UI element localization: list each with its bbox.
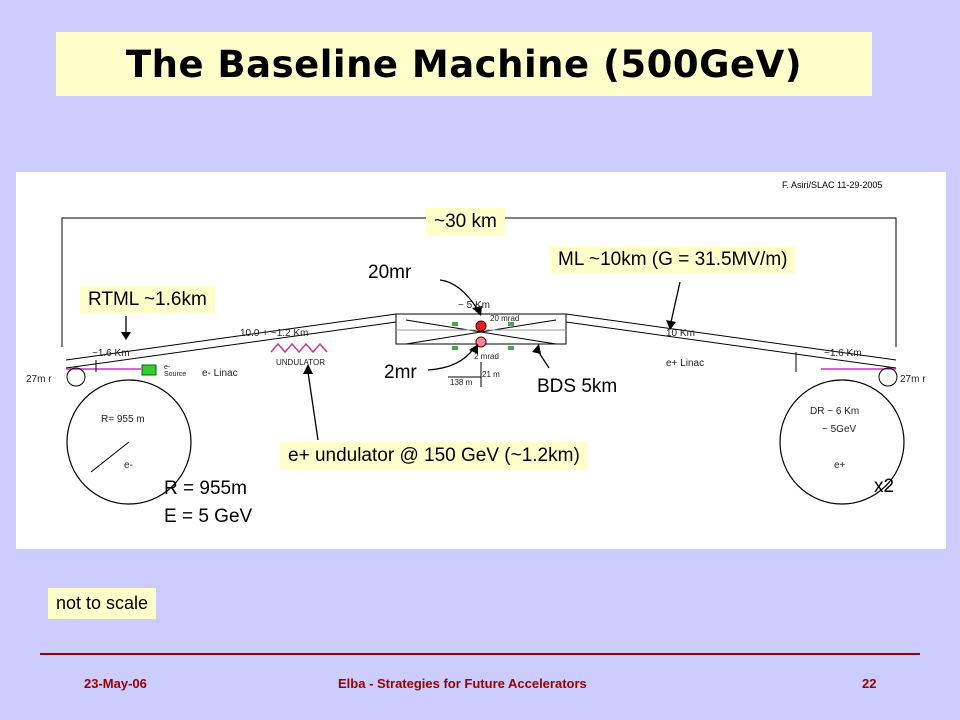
undulator-arrow [307,371,319,441]
ring-radius-label: R = 955m [164,478,247,499]
detector-magnet-4 [508,346,514,350]
e-plus-linac-text: e+ Linac [666,358,705,369]
right-rtml-length-text: ~1.6 Km [824,348,862,359]
arrow-20mr [439,279,479,311]
total-length-label: ~30 km [426,208,505,236]
ip-2mrad [475,336,487,348]
footer-page-number: 22 [862,676,877,691]
right-turnaround-arc [878,367,898,387]
crossing-2-text: 2 mrad [474,352,499,361]
main-linac-label: ML ~10km (G = 31.5MV/m) [550,246,796,274]
electron-ring-radius [90,441,130,473]
right-linac-line-upper [565,313,897,361]
ml-arrowhead [666,320,676,330]
arrow-2mr [427,347,475,371]
length-21-text: 21 m [482,370,500,379]
crossing-20mr-label: 20mr [368,262,412,283]
left-turnaround-arc [66,367,86,387]
left-linac-line-upper [65,313,397,361]
title-banner: The Baseline Machine (500GeV) [56,32,872,96]
detector-magnet-3 [452,346,458,350]
rtml-arrowhead [121,332,131,340]
undulator-text: UNDULATOR [276,358,326,367]
detector-magnet-2 [508,322,514,326]
undulator-arrowhead [303,364,313,374]
detector-magnet-1 [452,322,458,326]
right-turnaround-radius-text: 27m r [900,374,926,385]
slide-title: The Baseline Machine (500GeV) [125,42,803,86]
footer-date: 23-May-06 [84,676,147,691]
e-source-block [141,364,157,376]
left-ring-particle-text: e- [124,460,133,471]
ml-arrow [670,281,681,323]
crossing-line-b [405,319,557,345]
left-ring-radius-text: R= 955 m [101,414,145,425]
electron-damping-ring [66,379,192,505]
bds-arrowhead [532,344,541,354]
bds-length-text: ~ 5 Km [458,300,490,311]
footer-event: Elba - Strategies for Future Accelerator… [338,676,587,691]
footer-rule [40,653,920,655]
arrowhead-2mr [469,344,478,354]
arrowhead-20mr [472,306,482,316]
ring-energy-label: E = 5 GeV [164,506,253,527]
e-source-text: e- Source [164,364,187,378]
crossing-20-text: 20 mrad [490,314,520,323]
bds-label: BDS 5km [537,376,618,397]
right-linac-length-text: 10 Km [666,328,695,339]
rtml-label: RTML ~1.6km [80,286,215,314]
undulator-coil [270,342,328,354]
scale-note: not to scale [48,588,157,619]
length-138-text: 138 m [450,378,473,387]
undulator-callout: e+ undulator @ 150 GeV (~1.2km) [280,442,588,470]
ip-20mrad [475,320,487,332]
author-credit: F. Asiri/SLAC 11-29-2005 [782,180,883,190]
left-linac-length-text: 10.0 + ~1.2 Km [240,328,309,339]
left-rtml-length-text: ~1.6 Km [92,348,130,359]
ilc-layout-diagram: F. Asiri/SLAC 11-29-2005 ~ 5 Km 20 mrad … [16,172,946,549]
left-turnaround-radius-text: 27m r [26,374,52,385]
left-linac-line-lower [65,321,397,369]
crossing-2mr-label: 2mr [384,362,417,383]
right-linac-line-lower [565,321,897,369]
dr-length-text: DR ~ 6 Km [810,406,860,417]
ring-count-label: x2 [874,476,895,497]
e-minus-linac-text: e- Linac [202,368,238,379]
layout-drawing [61,217,905,505]
positron-damping-ring [779,379,905,505]
dr-energy-text: ~ 5GeV [822,424,857,435]
right-ring-particle-text: e+ [834,460,846,471]
